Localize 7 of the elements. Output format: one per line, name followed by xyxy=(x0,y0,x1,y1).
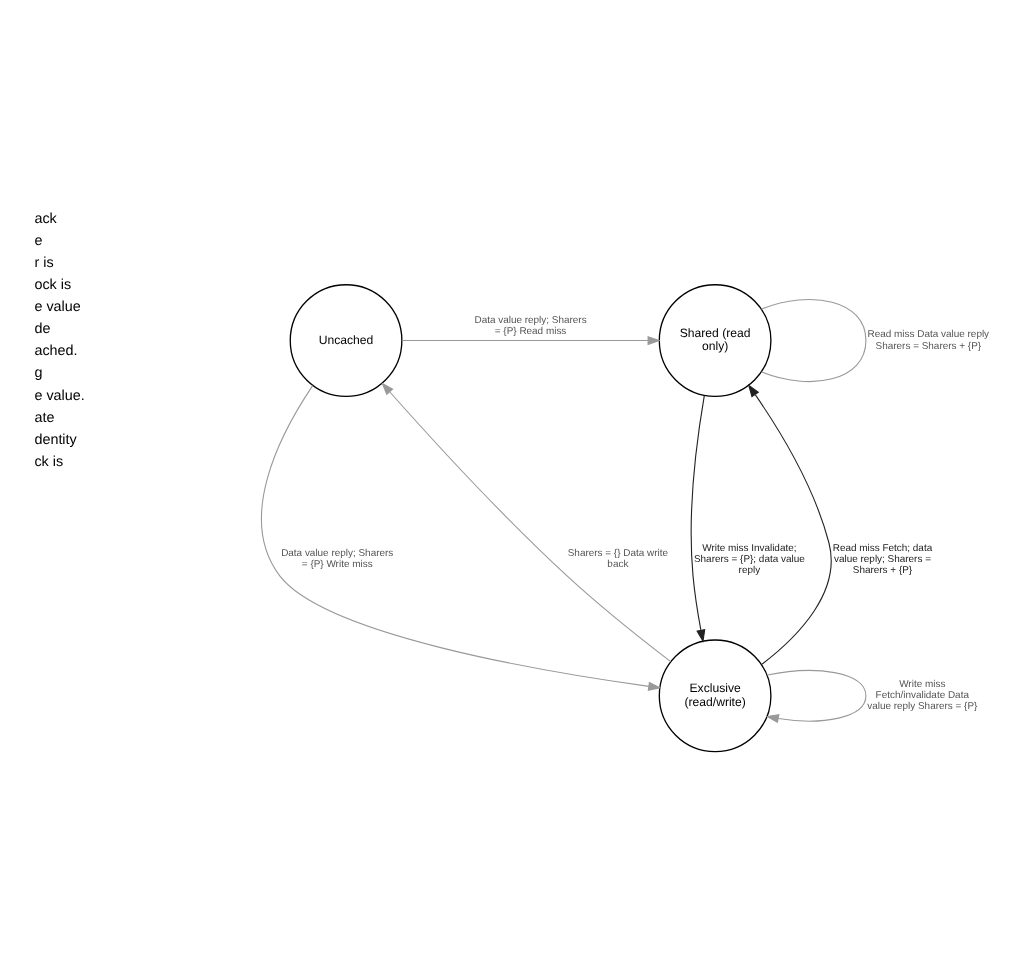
arrow xyxy=(690,395,706,643)
arrow xyxy=(401,335,661,346)
arrow xyxy=(747,384,832,666)
connector xyxy=(760,298,867,383)
arrow xyxy=(381,382,672,663)
arrow xyxy=(261,385,662,691)
arrow xyxy=(765,670,867,724)
